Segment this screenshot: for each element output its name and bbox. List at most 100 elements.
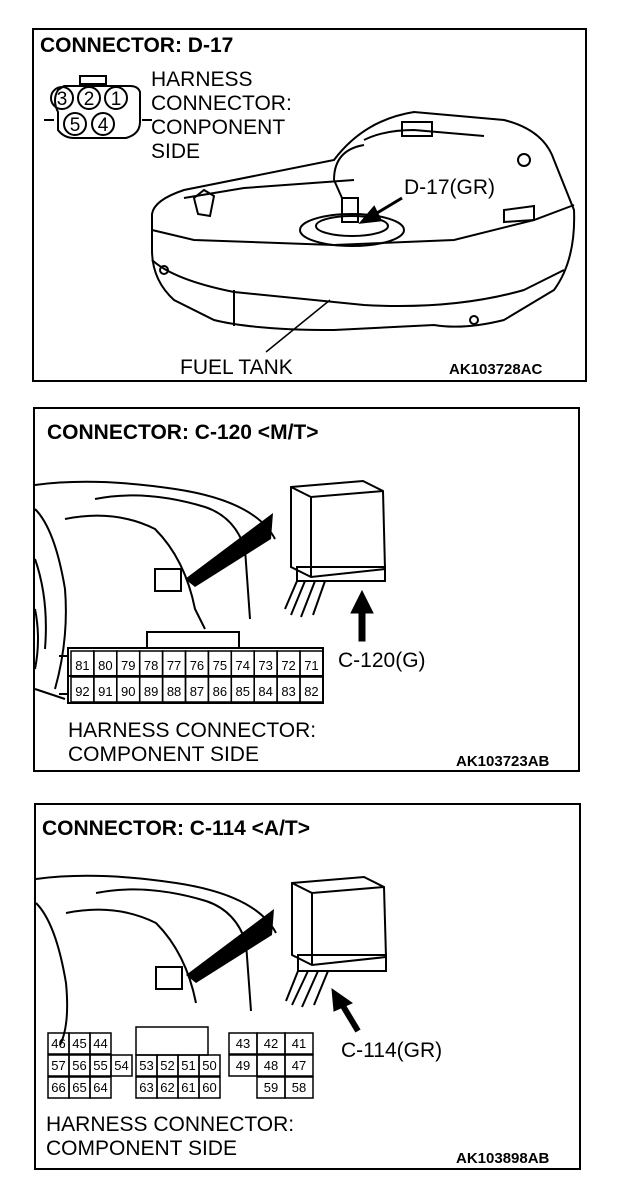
pin-cell	[284, 1076, 314, 1099]
figure-code: AK103898AB	[456, 1150, 550, 1167]
leader-line	[265, 299, 331, 353]
fuel-tank-drawing: 3 2 1 5 4	[44, 75, 576, 353]
pin-80: 80	[98, 658, 112, 673]
pin-cell	[89, 1032, 112, 1055]
pin-43: 43	[236, 1036, 250, 1051]
pin-cell	[110, 1054, 133, 1077]
ecu-box	[285, 875, 388, 1008]
connector-block	[155, 966, 183, 990]
pin-86: 86	[213, 684, 227, 699]
harness-label-line2: COMPONENT SIDE	[46, 1137, 237, 1160]
pin-cell	[299, 676, 324, 703]
pin-60: 60	[202, 1080, 216, 1095]
panel-c120: CONNECTOR: C-120 <M/T> C-120(G) HARNESS …	[33, 407, 580, 772]
pin-55: 55	[93, 1058, 107, 1073]
pin-4: 4	[98, 115, 109, 136]
pin-62: 62	[160, 1080, 174, 1095]
pin-59: 59	[264, 1080, 278, 1095]
pin-50: 50	[202, 1058, 216, 1073]
pin-72: 72	[281, 658, 295, 673]
pin-47: 47	[292, 1058, 306, 1073]
pin-48: 48	[264, 1058, 278, 1073]
panel-title: CONNECTOR: C-114 <A/T>	[42, 817, 311, 840]
pin-79: 79	[121, 658, 135, 673]
pin-58: 58	[292, 1080, 306, 1095]
pin-82: 82	[304, 684, 318, 699]
pin-73: 73	[258, 658, 272, 673]
pin-cell	[89, 1076, 112, 1099]
arrow-icon	[350, 589, 374, 642]
pin-44: 44	[93, 1036, 107, 1051]
pin-cell	[198, 1076, 221, 1099]
pin-63: 63	[139, 1080, 153, 1095]
pin-75: 75	[213, 658, 227, 673]
arrow-icon	[331, 987, 361, 1033]
arrow-icon	[358, 196, 403, 224]
fuel-tank-outline	[151, 110, 576, 332]
pin-76: 76	[190, 658, 204, 673]
harness-label-line1: HARNESS CONNECTOR:	[46, 1113, 295, 1136]
pin-51: 51	[181, 1058, 195, 1073]
pointer-wedge	[185, 513, 273, 587]
harness-label-line4: SIDE	[151, 140, 201, 163]
pin-87: 87	[190, 684, 204, 699]
pin-53: 53	[139, 1058, 153, 1073]
harness-label-line3: CONPONENT	[151, 116, 286, 139]
pin-74: 74	[236, 658, 250, 673]
figure-code: AK103723AB	[456, 753, 550, 770]
pin-45: 45	[72, 1036, 86, 1051]
harness-label-line1: HARNESS CONNECTOR:	[68, 719, 317, 742]
dashboard-outline	[34, 480, 276, 700]
pin-49: 49	[236, 1058, 250, 1073]
panel-d17: CONNECTOR: D-17 HARNESS CONNECTOR: CONPO…	[32, 28, 587, 382]
dashboard-outline	[35, 874, 277, 1046]
pin-92: 92	[75, 684, 89, 699]
connector-pin-diagram	[44, 75, 152, 139]
pin-91: 91	[98, 684, 112, 699]
pin-90: 90	[121, 684, 135, 699]
pin-61: 61	[181, 1080, 195, 1095]
harness-label-line1: HARNESS	[151, 68, 253, 91]
panel-title: CONNECTOR: D-17	[40, 34, 234, 57]
pin-57: 57	[51, 1058, 65, 1073]
pin-52: 52	[160, 1058, 174, 1073]
pin-41: 41	[292, 1036, 306, 1051]
ecu-box	[284, 479, 387, 618]
pin-54: 54	[114, 1058, 128, 1073]
pin-65: 65	[72, 1080, 86, 1095]
pin-77: 77	[167, 658, 181, 673]
pin-85: 85	[236, 684, 250, 699]
connector-block	[154, 568, 182, 592]
connector-callout: C-114(GR)	[341, 1039, 443, 1062]
pointer-wedge	[186, 909, 274, 983]
pin-cell	[198, 1054, 221, 1077]
pin-71: 71	[304, 658, 318, 673]
fuel-tank-label: FUEL TANK	[180, 356, 293, 379]
pin-84: 84	[258, 684, 272, 699]
pin-5: 5	[70, 115, 81, 136]
harness-label-line2: CONNECTOR:	[151, 92, 292, 115]
harness-label-line2: COMPONENT SIDE	[68, 743, 259, 766]
connector-callout: D-17(GR)	[404, 176, 496, 199]
pin-1: 1	[111, 89, 122, 110]
pin-56: 56	[72, 1058, 86, 1073]
pin-66: 66	[51, 1080, 65, 1095]
pin-cell	[284, 1054, 314, 1077]
pin-42: 42	[264, 1036, 278, 1051]
connector-callout: C-120(G)	[338, 649, 426, 672]
figure-code: AK103728AC	[449, 361, 543, 378]
panel-c114: CONNECTOR: C-114 <A/T> C-114(GR) HARNESS…	[34, 803, 581, 1170]
pin-2: 2	[84, 89, 95, 110]
connector-key	[135, 1026, 209, 1056]
panel-title: CONNECTOR: C-120 <M/T>	[47, 421, 319, 444]
pin-cell	[299, 650, 324, 677]
pin-cell	[284, 1032, 314, 1055]
pin-64: 64	[93, 1080, 107, 1095]
pin-89: 89	[144, 684, 158, 699]
pin-3: 3	[57, 89, 68, 110]
pin-88: 88	[167, 684, 181, 699]
